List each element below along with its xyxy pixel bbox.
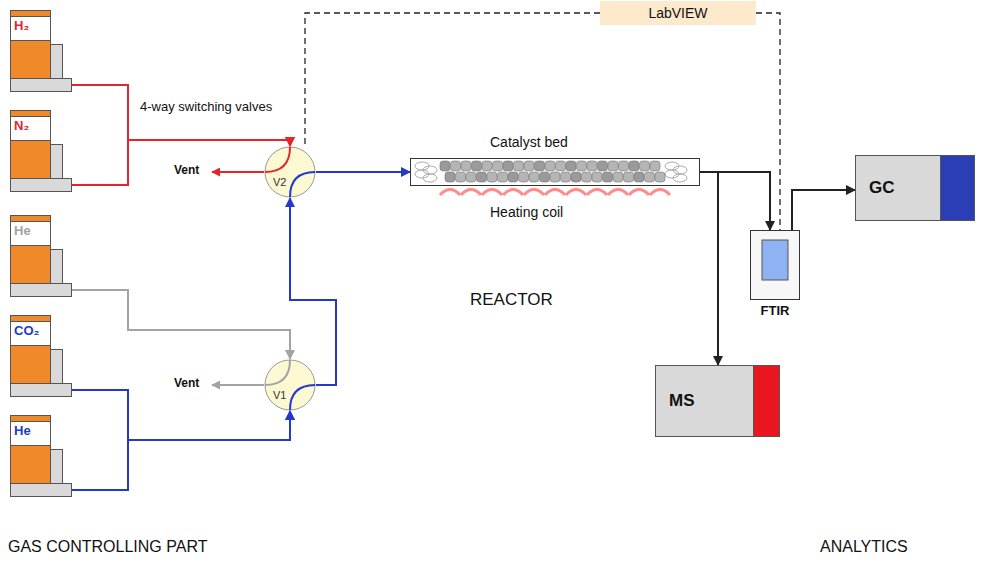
- node-label: He: [14, 424, 31, 439]
- node-label: GC: [869, 178, 895, 198]
- node-label: LabVIEW: [600, 5, 756, 21]
- gas-line: [72, 140, 290, 185]
- gas-cylinder: CO₂: [10, 315, 72, 397]
- switching-valve: V2: [264, 146, 316, 198]
- gas-cylinder: He: [10, 215, 72, 297]
- analyzer-box: MS: [655, 365, 780, 437]
- node-label: FTIR: [750, 304, 800, 319]
- ftir-cell: FTIR: [750, 230, 800, 300]
- node-label: H₂: [14, 19, 29, 34]
- gas-cylinder: He: [10, 415, 72, 497]
- gas-line: [72, 390, 290, 440]
- switching-valve: V1: [264, 359, 316, 411]
- signal-line: [756, 13, 780, 230]
- gas-cylinder: H₂: [10, 10, 72, 92]
- node-label: N₂: [14, 119, 29, 134]
- gas-line: [72, 85, 290, 146]
- section-label: ANALYTICS: [820, 538, 908, 556]
- switching-valve-outline: [264, 146, 316, 198]
- switching-valve-outline: [264, 359, 316, 411]
- valve-caption: 4-way switching valves: [140, 100, 272, 115]
- node-label: V2: [273, 176, 286, 189]
- signal-line: [305, 13, 600, 146]
- section-label: REACTOR: [470, 290, 553, 310]
- node-label: MS: [669, 391, 695, 411]
- node-label: Catalyst bed: [490, 134, 568, 150]
- reactor-tube: Catalyst bedHeating coil: [410, 158, 700, 186]
- vent-label: Vent: [174, 164, 199, 178]
- gas-line: [316, 171, 410, 173]
- vent-arrow: [212, 384, 264, 386]
- node-label: He: [14, 224, 31, 239]
- section-label: GAS CONTROLLING PART: [8, 538, 207, 556]
- node-label: CO₂: [14, 324, 39, 339]
- gas-line: [72, 290, 290, 359]
- gas-cylinder: N₂: [10, 110, 72, 192]
- analyzer-box: GC: [855, 155, 975, 221]
- control-box: LabVIEW: [600, 1, 756, 25]
- gas-line: [72, 411, 290, 490]
- ftir-cell-outline: [750, 230, 800, 300]
- vent-label: Vent: [174, 377, 199, 391]
- gas-line: [792, 190, 855, 230]
- reactor-tube-outline: [410, 158, 700, 186]
- vent-arrow: [212, 171, 264, 173]
- node-label: V1: [273, 389, 286, 402]
- gas-line: [700, 172, 718, 365]
- node-label: Heating coil: [490, 204, 563, 220]
- gas-line: [290, 198, 336, 385]
- gas-line: [700, 172, 770, 230]
